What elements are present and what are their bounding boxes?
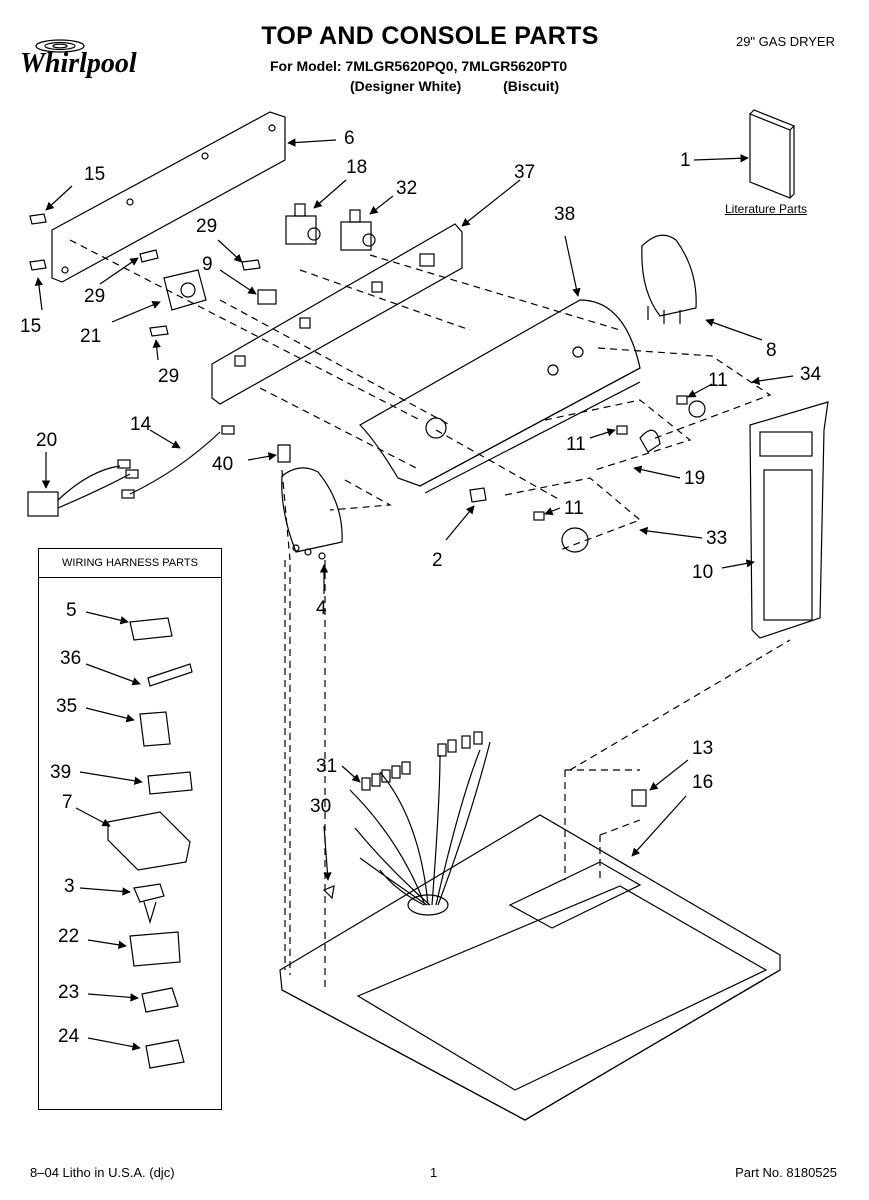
callout-7: 7 xyxy=(62,792,73,813)
model-line: For Model: 7MLGR5620PQ0, 7MLGR5620PT0 xyxy=(270,58,568,74)
part-29-screw xyxy=(139,249,159,263)
footer-litho: 8–04 Litho in U.S.A. (djc) xyxy=(30,1165,175,1180)
literature-parts-label: Literature Parts xyxy=(725,202,808,216)
callout-11: 11 xyxy=(566,434,586,455)
callout-8: 8 xyxy=(766,340,777,361)
part-11-knob-inserts xyxy=(533,395,688,521)
callout-11: 11 xyxy=(564,498,584,519)
part-13-screw xyxy=(631,789,647,807)
part-15-screws xyxy=(29,213,47,271)
part-18-switch xyxy=(285,203,321,245)
callout-36: 36 xyxy=(60,648,82,669)
part-37-console-bracket xyxy=(211,223,463,405)
variant-biscuit: (Biscuit) xyxy=(503,78,560,94)
part-29-screw xyxy=(149,325,169,337)
callout-20: 20 xyxy=(36,430,58,451)
product-type: 29" GAS DRYER xyxy=(735,34,835,49)
callout-4: 4 xyxy=(316,598,327,619)
callout-30: 30 xyxy=(310,796,332,817)
callout-10: 10 xyxy=(692,562,714,583)
callout-34: 34 xyxy=(800,364,822,385)
part-14-wire xyxy=(121,425,235,499)
wiring-harness-parts xyxy=(107,617,193,1069)
callout-5: 5 xyxy=(66,600,77,621)
callout-33: 33 xyxy=(706,528,728,549)
callout-39: 39 xyxy=(50,762,72,783)
footer-page-number: 1 xyxy=(430,1165,438,1180)
wiring-harness-title: WIRING HARNESS PARTS xyxy=(39,549,221,578)
part-2-screw xyxy=(469,487,487,503)
callout-22: 22 xyxy=(58,926,80,947)
callout-29: 29 xyxy=(196,216,218,237)
wiring-harness-box: WIRING HARNESS PARTS xyxy=(38,548,222,1110)
callout-31: 31 xyxy=(316,756,338,777)
part-29-screw xyxy=(241,259,261,271)
part-4-end-cap xyxy=(281,467,343,560)
callout-13: 13 xyxy=(692,738,714,759)
callout-19: 19 xyxy=(684,468,706,489)
part-8-end-cap xyxy=(641,234,697,324)
callout-38: 38 xyxy=(554,204,576,225)
callout-32: 32 xyxy=(396,178,418,199)
callout-35: 35 xyxy=(56,696,78,717)
part-32-switch xyxy=(340,209,376,251)
variant-designer-white: (Designer White) xyxy=(350,78,462,94)
part-10-lint-filter-housing xyxy=(749,401,829,639)
callout-15: 15 xyxy=(20,316,42,337)
part-9-clip xyxy=(257,289,277,305)
callout-29: 29 xyxy=(158,366,180,387)
part-19-knob xyxy=(639,429,661,453)
callout-15: 15 xyxy=(84,164,106,185)
whirlpool-wordmark: Whirlpool xyxy=(20,48,137,79)
footer-part-number: Part No. 8180525 xyxy=(735,1165,837,1180)
callout-2: 2 xyxy=(432,550,443,571)
callout-40: 40 xyxy=(212,454,234,475)
part-6-rear-panel xyxy=(51,111,286,283)
callout-29: 29 xyxy=(84,286,106,307)
callout-16: 16 xyxy=(692,772,714,793)
part-33-knob xyxy=(561,527,589,553)
callout-3: 3 xyxy=(64,876,75,897)
callout-23: 23 xyxy=(58,982,80,1003)
assembly-lines xyxy=(69,239,791,990)
callout-21: 21 xyxy=(80,326,102,347)
part-1-literature xyxy=(749,109,796,199)
part-16-top-panel xyxy=(279,814,781,1121)
callout-9: 9 xyxy=(202,254,213,275)
variant-line: (Designer White) (Biscuit) xyxy=(350,78,597,94)
part-31-harness xyxy=(349,731,491,906)
callout-37: 37 xyxy=(514,162,536,183)
callout-1: 1 xyxy=(680,150,691,171)
callout-11: 11 xyxy=(708,370,728,391)
part-30-clip xyxy=(322,885,335,900)
part-38-console xyxy=(359,299,641,494)
whirlpool-logo xyxy=(35,39,85,53)
part-21-timer xyxy=(163,269,207,311)
callout-14: 14 xyxy=(130,414,152,435)
callout-24: 24 xyxy=(58,1026,80,1047)
part-34-knob xyxy=(688,400,706,418)
callout-6: 6 xyxy=(344,128,355,149)
part-40-screw xyxy=(277,444,291,463)
page-title: TOP AND CONSOLE PARTS xyxy=(261,22,599,50)
callout-18: 18 xyxy=(346,157,368,178)
part-20-harness xyxy=(27,459,139,517)
